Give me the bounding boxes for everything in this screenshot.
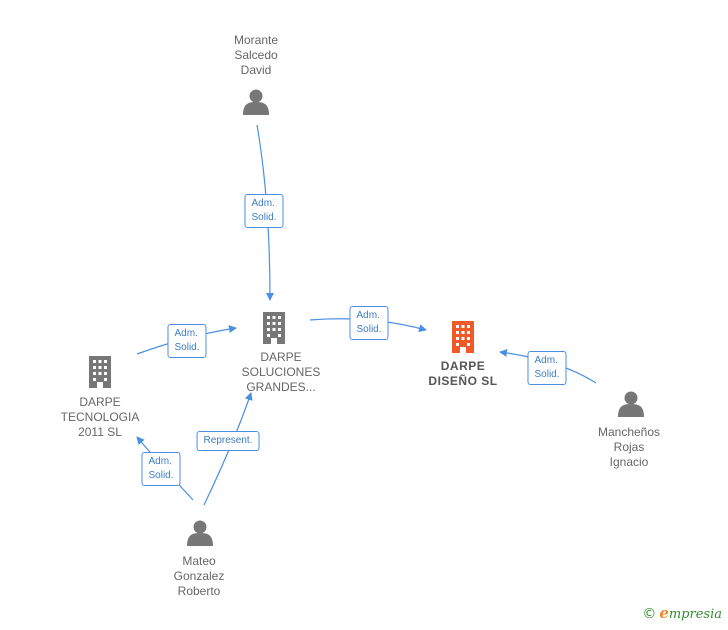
edge-label-mateo-tecnologia: Adm. Solid. [141,452,181,486]
node-label-darpe-tecnologia[interactable]: DARPE TECNOLOGIA 2011 SL [60,395,140,439]
building-icon[interactable] [263,312,285,344]
edge-label-mateo-soluciones: Represent. [196,431,260,451]
edge-label-morante-soluciones: Adm. Solid. [244,194,284,228]
copyright-symbol: © [642,606,657,622]
edge-label-tecnologia-soluciones: Adm. Solid. [167,324,207,358]
node-label-manchenos[interactable]: Mancheños Rojas Ignacio [597,425,661,469]
footer-brand[interactable]: ©empresia [642,604,722,622]
person-icon[interactable] [243,89,269,116]
node-label-morante[interactable]: Morante Salcedo David [233,33,279,77]
brand-logo-e: e [659,604,669,622]
person-icon[interactable] [618,391,644,418]
building-icon[interactable] [89,356,111,388]
person-icon[interactable] [187,520,213,547]
node-label-mateo[interactable]: Mateo Gonzalez Roberto [173,554,225,598]
edge-label-manchenos-diseno: Adm. Solid. [527,351,567,385]
brand-logo-text: mpresia [668,607,722,622]
edge-label-soluciones-diseno: Adm. Solid. [349,306,389,340]
node-label-darpe-diseno[interactable]: DARPE DISEÑO SL [428,359,498,388]
building-icon[interactable] [452,321,474,353]
node-label-darpe-soluciones[interactable]: DARPE SOLUCIONES GRANDES... [241,350,321,394]
